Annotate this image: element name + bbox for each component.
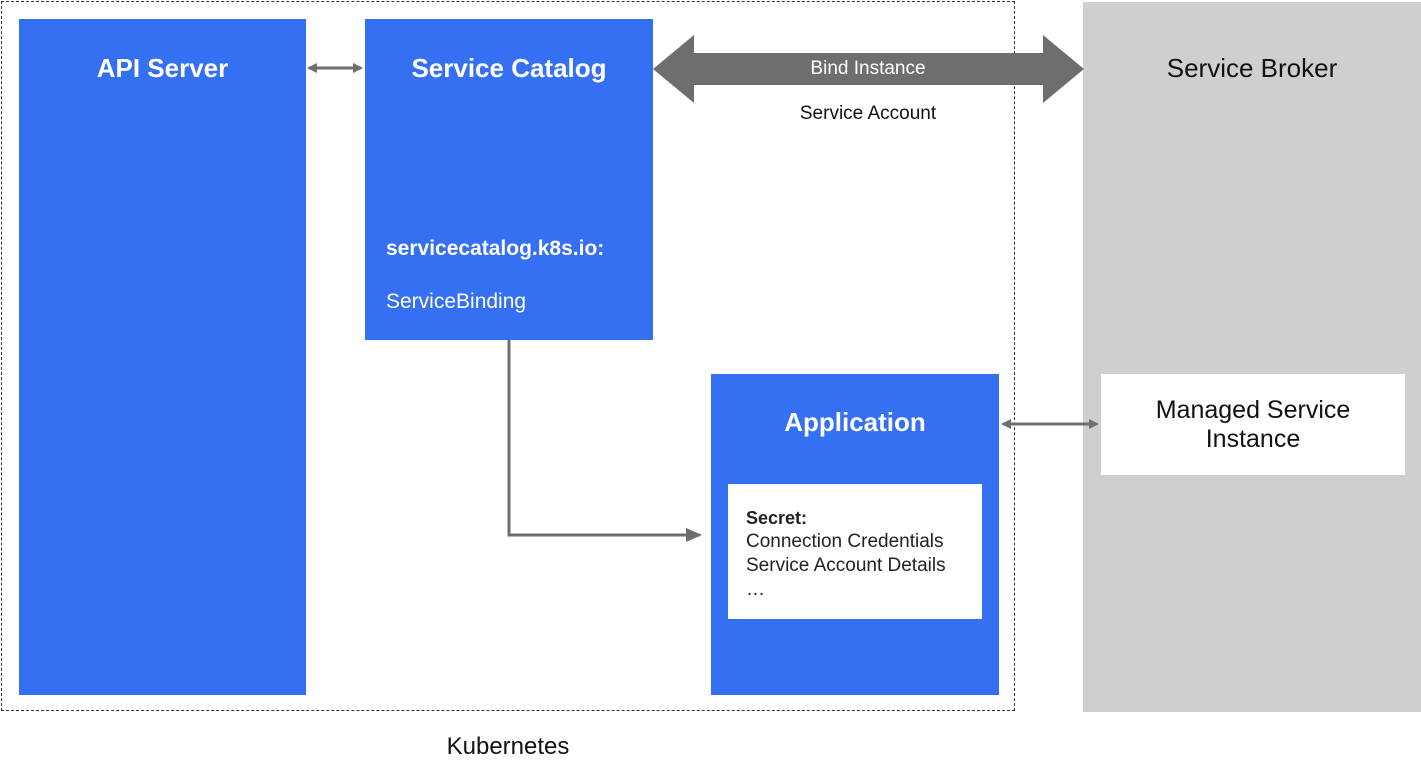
secret-item: Service Account Details <box>746 555 946 576</box>
service-catalog-box: Service Catalog <box>365 19 653 340</box>
service-broker-title: Service Broker <box>1166 53 1338 83</box>
secret-box: Secret: Connection Credentials Service A… <box>728 484 982 619</box>
application-title: Application <box>784 407 926 437</box>
api-server-title: API Server <box>96 53 229 83</box>
bind-instance-arrow <box>653 35 1084 103</box>
service-catalog-title: Service Catalog <box>411 53 607 83</box>
managed-service-instance-box: Managed Service Instance <box>1101 374 1405 475</box>
secret-heading: Secret: <box>746 508 808 528</box>
service-account-label: Service Account <box>799 103 937 124</box>
secret-item: … <box>746 579 765 600</box>
service-catalog-api-group: servicecatalog.k8s.io: <box>386 237 605 260</box>
managed-instance-line2: Instance <box>1205 424 1301 453</box>
kubernetes-cluster-boundary <box>1 1 1015 711</box>
managed-instance-line1: Managed Service <box>1155 395 1351 424</box>
binding-to-application-connector <box>507 340 702 542</box>
secret-item: Connection Credentials <box>746 531 944 552</box>
api-server-box: API Server <box>19 19 306 695</box>
bind-instance-label: Bind Instance <box>810 58 926 79</box>
service-broker-box <box>1083 2 1421 712</box>
service-catalog-resource: ServiceBinding <box>386 290 527 313</box>
kubernetes-label: Kubernetes <box>446 733 570 760</box>
